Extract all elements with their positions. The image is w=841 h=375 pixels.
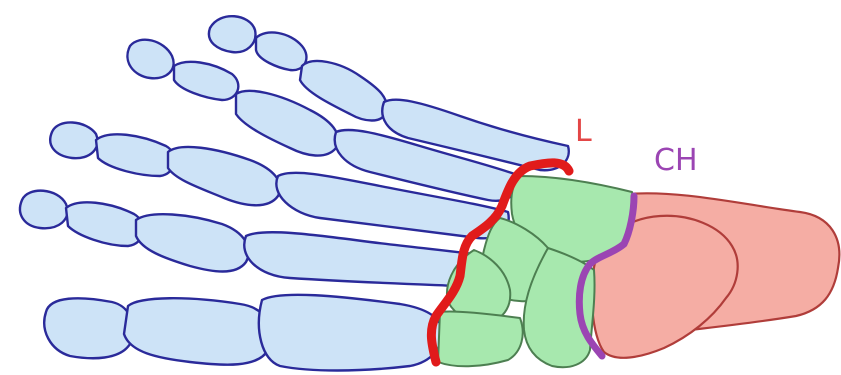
toe-5-distal-phalanx: [209, 16, 256, 52]
toe-1-proximal-phalanx: [124, 298, 271, 364]
toe-2-distal-phalanx: [20, 191, 67, 229]
toe-1-metatarsal: [259, 295, 442, 371]
medial-cuneiform: [438, 311, 523, 366]
toe-4-middle-phalanx: [174, 62, 238, 100]
toe-3-proximal-phalanx: [168, 147, 280, 205]
toe-2-middle-phalanx: [66, 202, 143, 246]
toe-3-distal-phalanx: [50, 122, 97, 158]
toe-1-distal-phalanx: [44, 298, 133, 358]
toe-2-proximal-phalanx: [136, 214, 249, 271]
toe-3-middle-phalanx: [96, 134, 175, 176]
chopart-label: CH: [654, 146, 698, 176]
lisfranc-label: L: [575, 117, 592, 147]
toe-4-distal-phalanx: [127, 40, 173, 79]
toe-5-middle-phalanx: [256, 32, 306, 70]
